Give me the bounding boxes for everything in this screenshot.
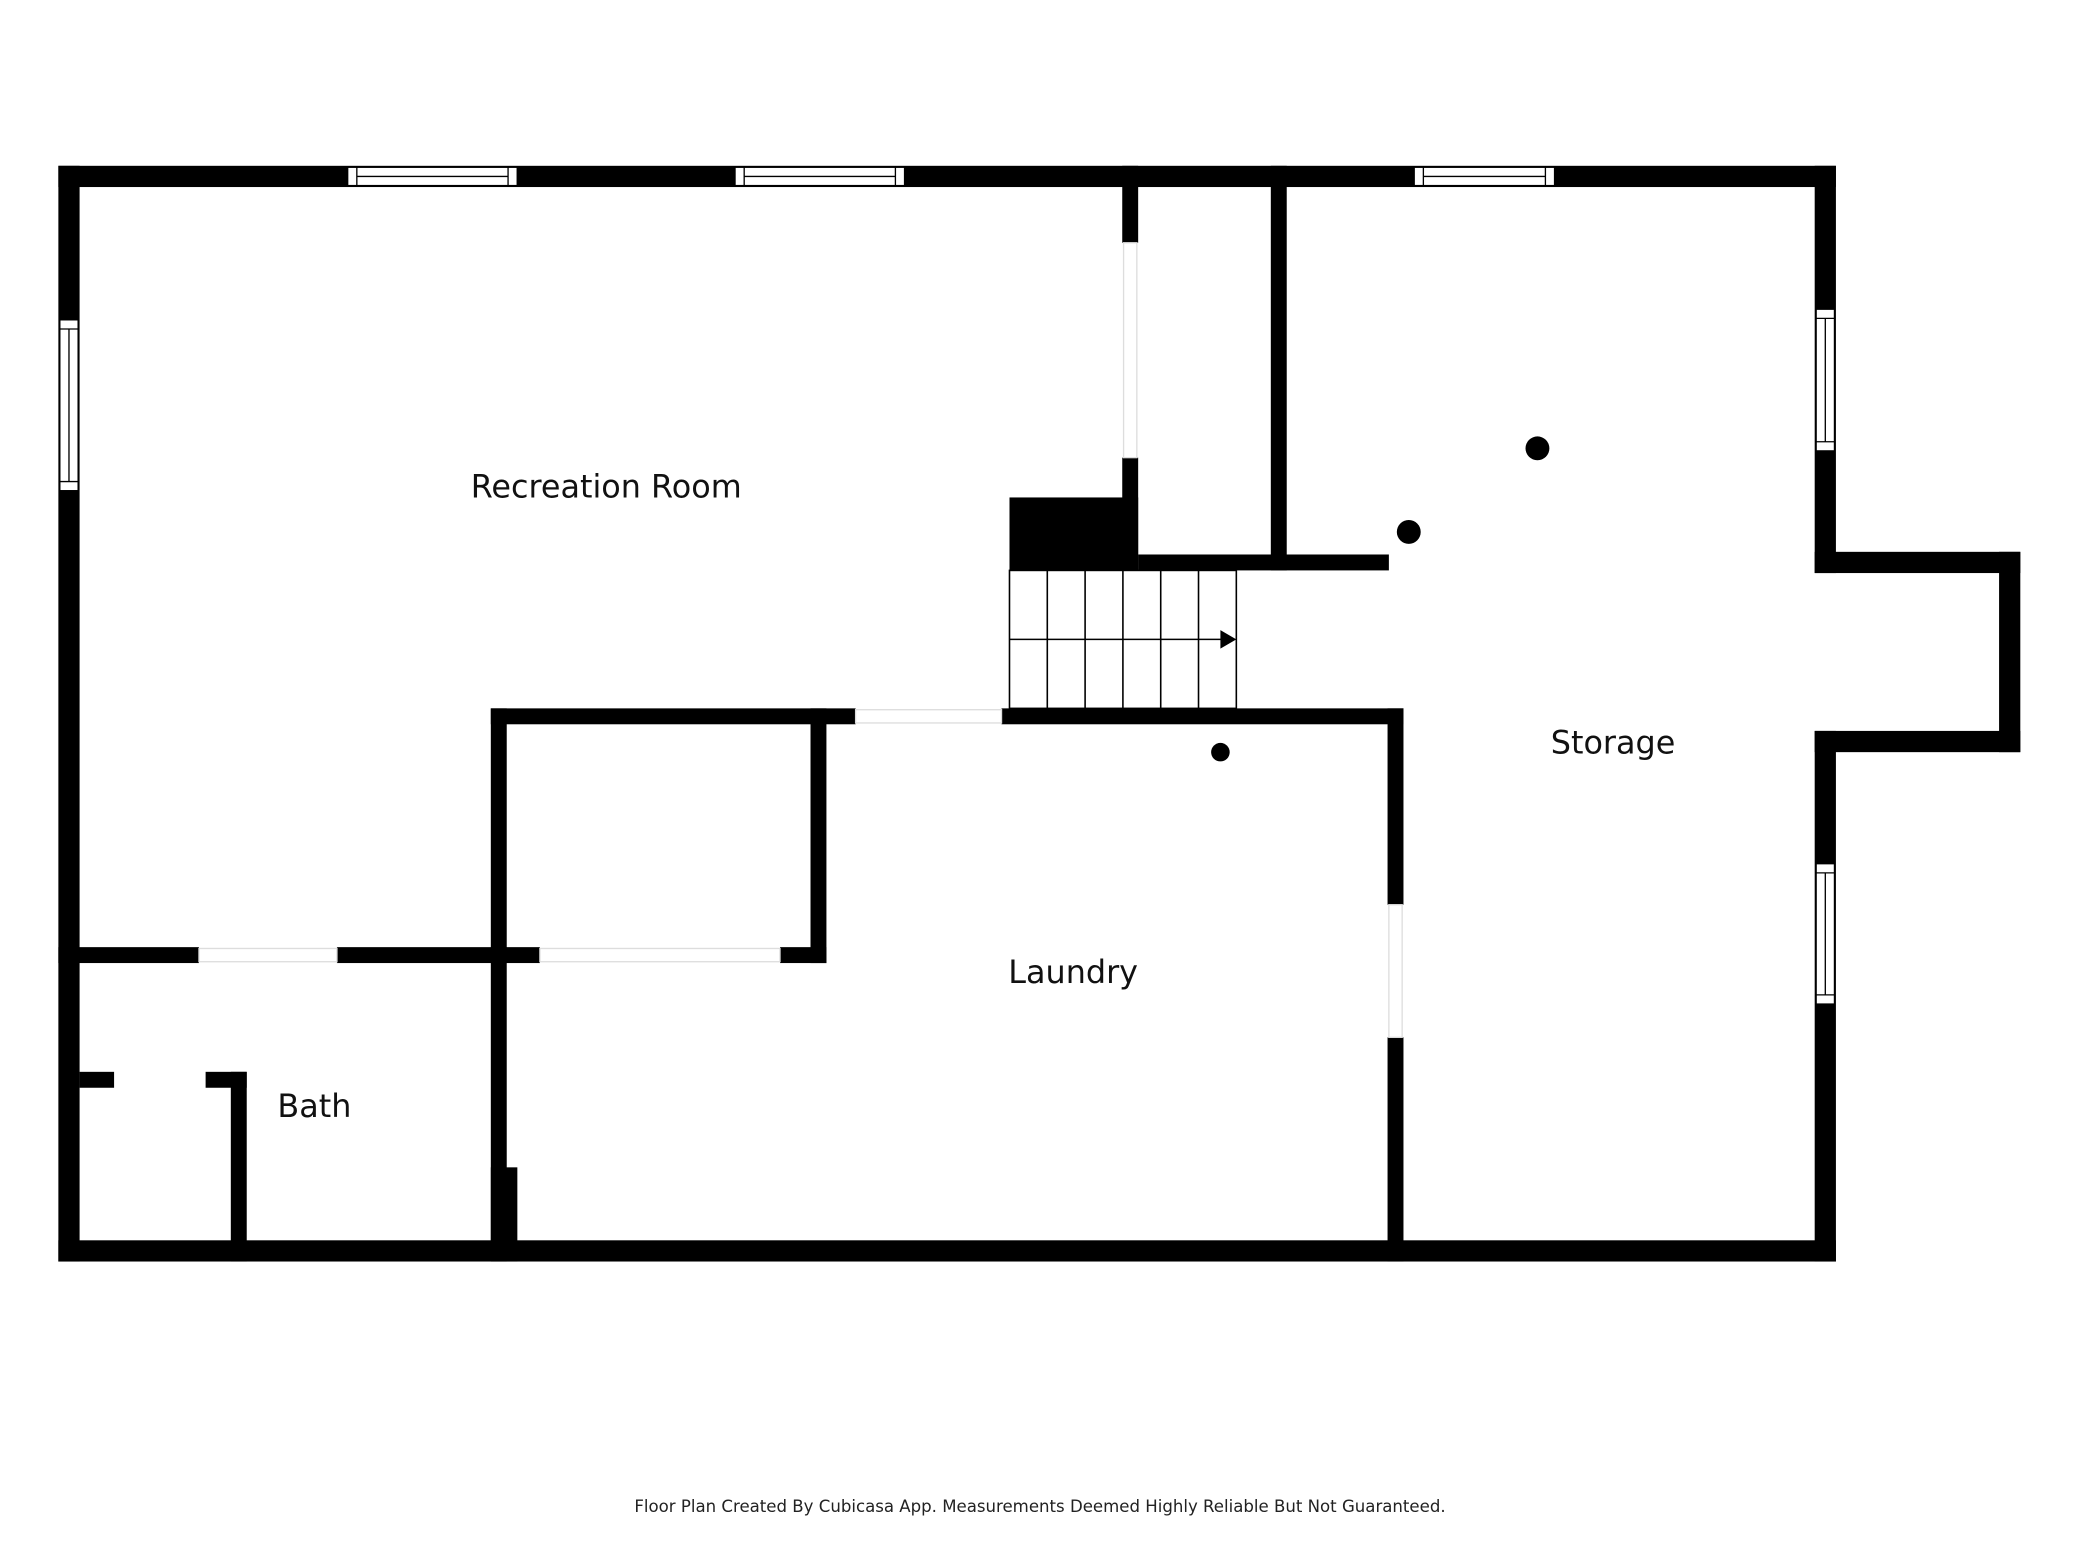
window-top-3 xyxy=(1413,166,1556,187)
room-label-storage: Storage xyxy=(1551,723,1676,761)
door-openings xyxy=(198,242,1403,1039)
windows xyxy=(58,166,1836,1005)
window-right-1 xyxy=(1815,308,1836,452)
posts xyxy=(1211,436,1550,762)
walls xyxy=(58,165,2021,1262)
window-top-1 xyxy=(346,166,519,187)
window-top-2 xyxy=(734,166,906,187)
room-label-laundry: Laundry xyxy=(1008,953,1138,991)
room-label-bath: Bath xyxy=(277,1087,351,1125)
window-right-2 xyxy=(1815,862,1836,1005)
stair-arrow-icon xyxy=(1220,630,1237,649)
window-left xyxy=(58,318,80,492)
stairs xyxy=(1008,569,1238,710)
room-label-recreation: Recreation Room xyxy=(471,467,742,505)
footer-disclaimer: Floor Plan Created By Cubicasa App. Meas… xyxy=(634,1497,1445,1516)
